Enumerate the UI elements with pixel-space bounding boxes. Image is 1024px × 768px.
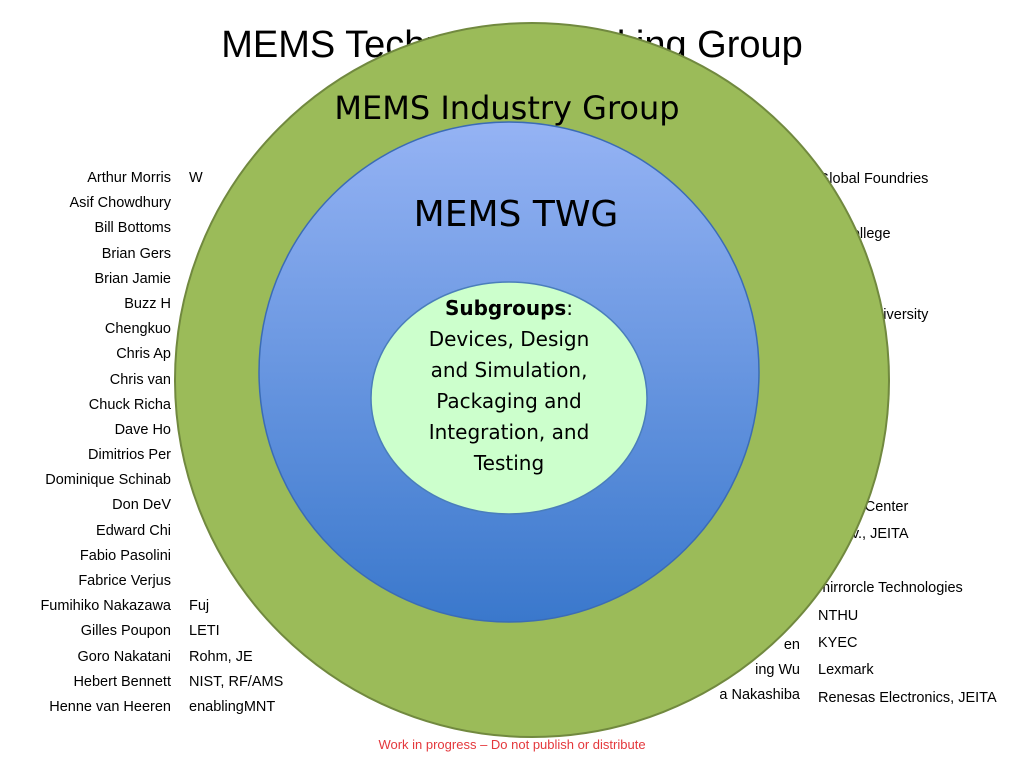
right-name-0: en bbox=[783, 637, 800, 653]
right-org-16: NTHU bbox=[818, 607, 859, 624]
left-name-4: Brian Jamie bbox=[94, 270, 171, 287]
inner-heading: Subgroups: bbox=[445, 296, 573, 320]
left-name-8: Chris van bbox=[109, 371, 171, 388]
right-org-0: Global Foundries bbox=[818, 171, 929, 187]
outer-circle-label: MEMS Industry Group bbox=[334, 89, 679, 127]
left-name-5: Buzz H bbox=[124, 295, 171, 312]
inner-circle bbox=[370, 281, 648, 515]
left-org-17: Fuj bbox=[189, 598, 210, 615]
right-org-17: KYEC bbox=[818, 635, 858, 652]
left-org-0: W bbox=[189, 170, 203, 186]
footer-note: Work in progress – Do not publish or dis… bbox=[378, 737, 646, 752]
left-name-9: Chuck Richa bbox=[88, 396, 171, 413]
subgroup-line-2: Packaging and bbox=[436, 389, 582, 413]
subgroups-colon: : bbox=[566, 296, 573, 320]
right-org-18: Lexmark bbox=[818, 662, 874, 679]
left-name-16: Fabrice Verjus bbox=[78, 573, 171, 589]
right-name-1: ing Wu bbox=[755, 662, 800, 679]
left-name-19: Goro Nakatani bbox=[77, 648, 172, 665]
left-name-13: Don DeV bbox=[112, 497, 171, 514]
left-name-2: Bill Bottoms bbox=[94, 220, 171, 237]
left-name-0: Arthur Morris bbox=[87, 170, 171, 186]
subgroup-lines: Devices, Design and Simulation, Packaging … bbox=[429, 327, 590, 475]
left-name-20: Hebert Bennett bbox=[73, 673, 171, 690]
left-org-18: LETI bbox=[189, 623, 220, 640]
subgroup-line-3: Integration, and bbox=[429, 420, 590, 444]
subgroup-line-4: Testing bbox=[473, 451, 544, 475]
left-name-10: Dave Ho bbox=[114, 421, 171, 438]
middle-circle-label: MEMS TWG bbox=[414, 194, 619, 235]
subgroups-heading: Subgroups bbox=[445, 296, 566, 320]
subgroup-line-0: Devices, Design bbox=[429, 327, 590, 351]
subgroup-line-1: and Simulation, bbox=[431, 358, 588, 382]
left-name-15: Fabio Pasolini bbox=[79, 547, 171, 564]
left-org-20: NIST, RF/AMS bbox=[189, 673, 284, 690]
left-org-21: enablingMNT bbox=[189, 698, 276, 715]
left-name-7: Chris Ap bbox=[116, 346, 171, 363]
left-name-14: Edward Chi bbox=[96, 522, 171, 539]
left-name-1: Asif Chowdhury bbox=[69, 195, 171, 212]
left-name-17: Fumihiko Nakazawa bbox=[40, 598, 171, 615]
right-org-15: mirrorcle Technologies bbox=[818, 580, 963, 597]
left-name-12: Dominique Schinab bbox=[45, 472, 171, 489]
right-name-2: a Nakashiba bbox=[719, 687, 800, 704]
left-name-11: Dimitrios Per bbox=[88, 447, 171, 464]
left-name-21: Henne van Heeren bbox=[49, 698, 171, 715]
right-name-list: en ing Wu a Nakashiba bbox=[690, 633, 800, 709]
left-org-19: Rohm, JE bbox=[189, 648, 253, 665]
right-org-19: Renesas Electronics, JEITA bbox=[818, 689, 997, 706]
left-name-3: Brian Gers bbox=[101, 245, 171, 262]
left-name-6: Chengkuo bbox=[104, 321, 171, 338]
left-name-18: Gilles Poupon bbox=[80, 623, 171, 640]
